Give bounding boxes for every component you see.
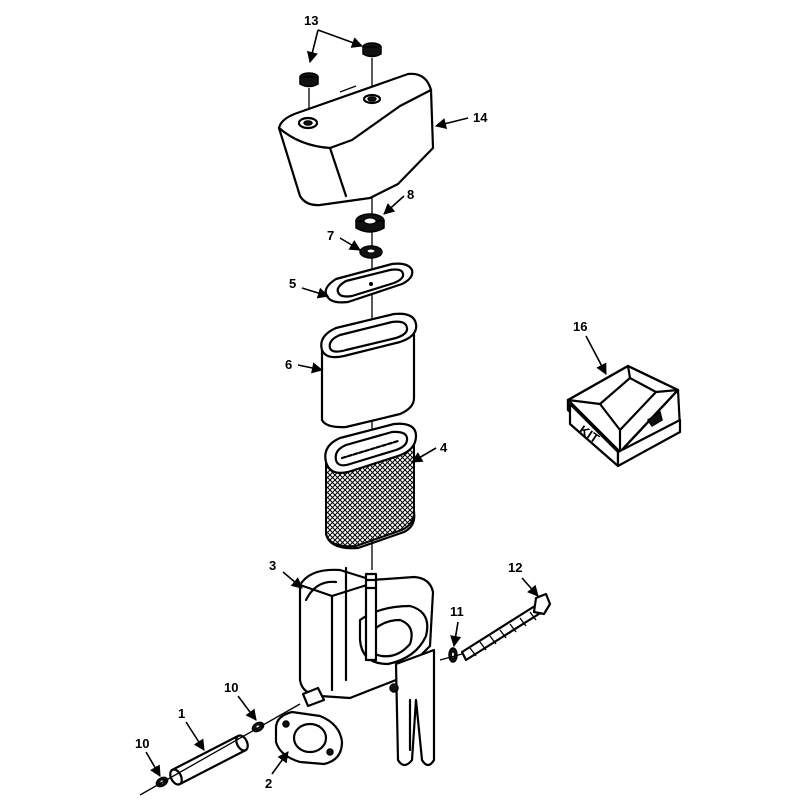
nut-8 bbox=[355, 213, 385, 233]
callout-10-lower: 10 bbox=[135, 736, 149, 751]
air-cleaner-base-3 bbox=[298, 566, 436, 767]
callout-11: 11 bbox=[450, 604, 464, 619]
air-cleaner-cover bbox=[277, 72, 435, 207]
callout-4: 4 bbox=[440, 440, 448, 455]
washer-7 bbox=[359, 245, 383, 259]
callout-2: 2 bbox=[265, 776, 272, 791]
clamp-10-upper bbox=[251, 721, 265, 733]
callout-13: 13 bbox=[304, 13, 318, 28]
leader-lines bbox=[145, 29, 607, 777]
bolt-axis bbox=[439, 653, 463, 661]
callout-7: 7 bbox=[327, 228, 334, 243]
pre-cleaner-6 bbox=[320, 312, 418, 429]
callout-8: 8 bbox=[407, 187, 414, 202]
filter-element-4 bbox=[324, 422, 418, 550]
callout-6: 6 bbox=[285, 357, 292, 372]
washer-11 bbox=[448, 647, 458, 663]
seal-5 bbox=[324, 262, 414, 304]
bolt-12 bbox=[460, 592, 552, 662]
callout-14: 14 bbox=[473, 110, 488, 125]
callout-10-upper: 10 bbox=[224, 680, 238, 695]
callout-12: 12 bbox=[508, 560, 522, 575]
hose-axis bbox=[139, 703, 301, 796]
callout-5: 5 bbox=[289, 276, 296, 291]
callout-16: 16 bbox=[573, 319, 587, 334]
callout-1: 1 bbox=[178, 706, 185, 721]
wing-nut-right bbox=[362, 42, 382, 95]
wing-nut-left bbox=[299, 72, 319, 118]
kit-box-16: KIT bbox=[566, 364, 682, 468]
callout-3: 3 bbox=[269, 558, 276, 573]
tube-1 bbox=[169, 734, 249, 786]
